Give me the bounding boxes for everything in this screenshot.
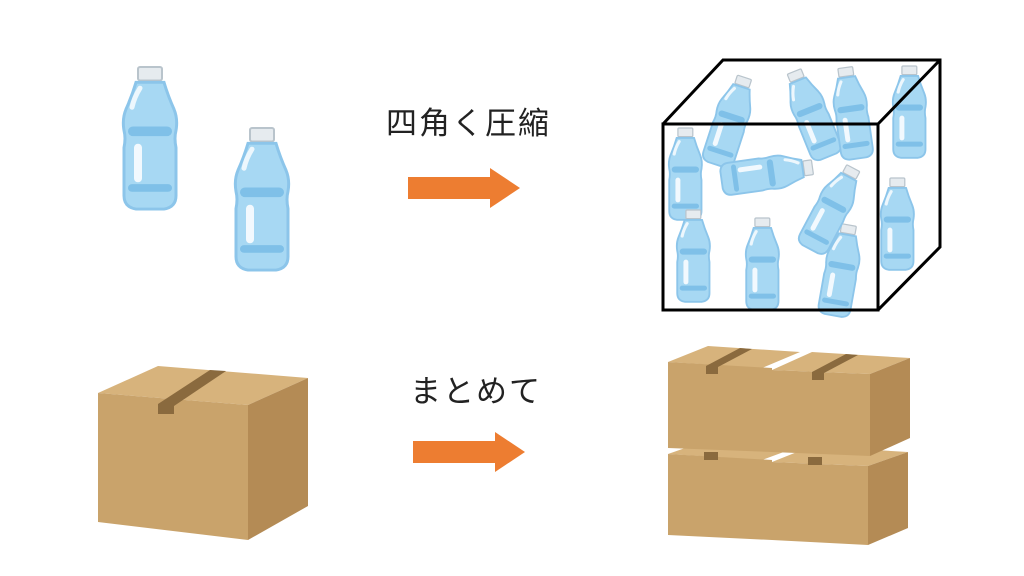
right-arrow-icon	[408, 168, 520, 208]
cardboard-box-icon	[98, 366, 308, 540]
water-bottle-icon	[235, 128, 288, 270]
stacked-boxes-icon	[668, 346, 910, 545]
combine-caption: まとめて	[410, 374, 542, 410]
right-arrow-icon	[413, 432, 525, 472]
water-bottle-icon	[123, 67, 176, 209]
compress-caption: 四角く圧縮	[386, 106, 551, 142]
compressed-bottle-cube-icon	[661, 58, 942, 320]
